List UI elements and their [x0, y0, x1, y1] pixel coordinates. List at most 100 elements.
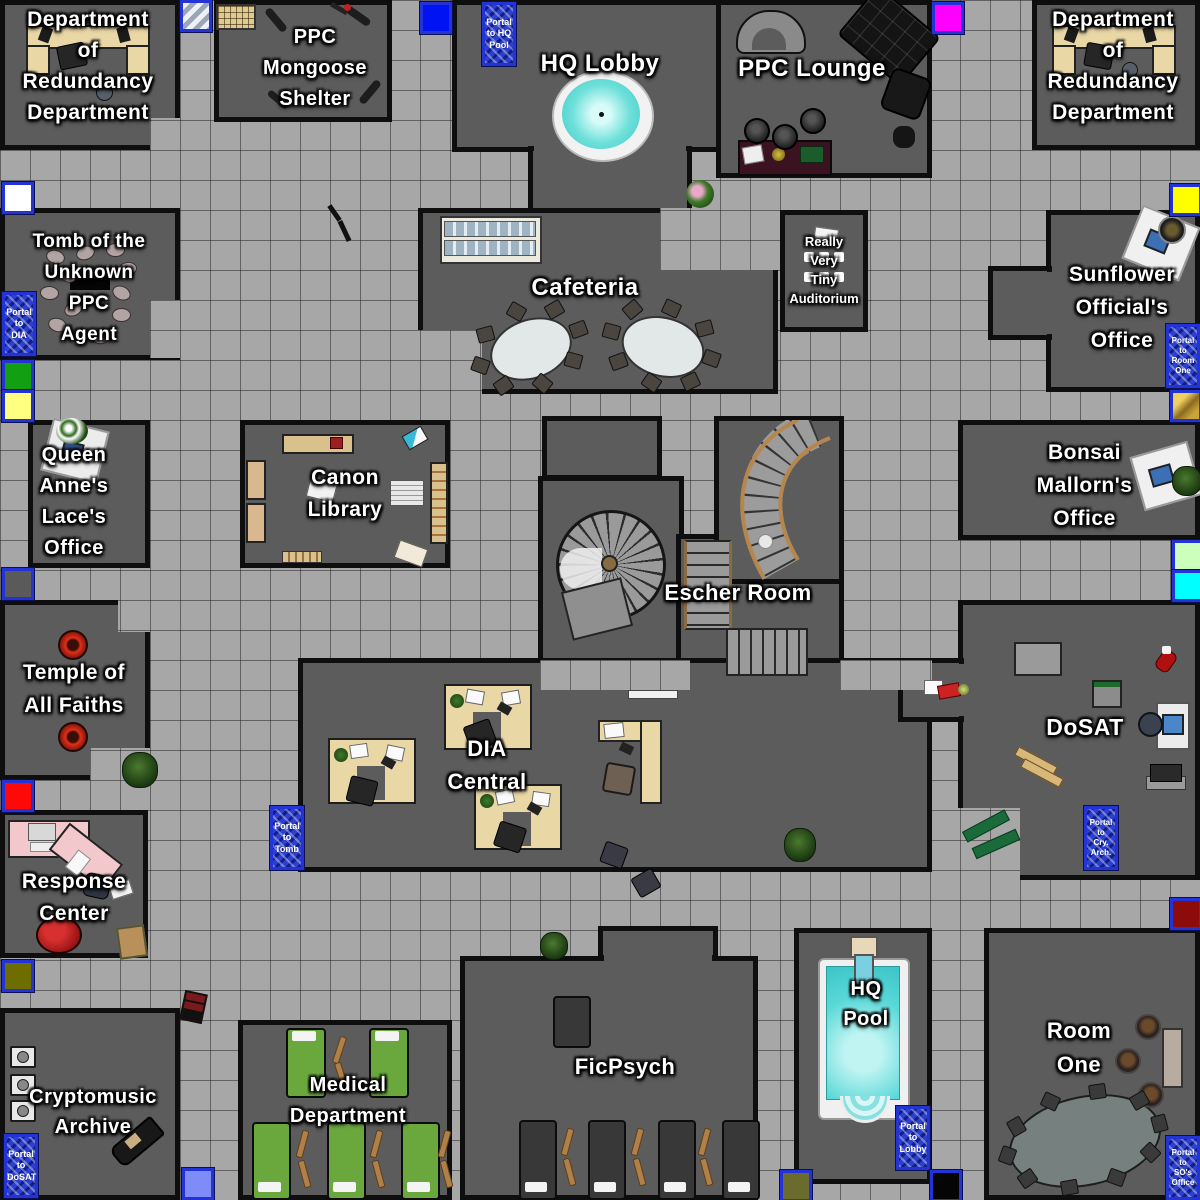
spiral-post: [601, 555, 618, 572]
bar-paper: [741, 144, 765, 165]
periwinkle-tile[interactable]: [181, 1167, 215, 1200]
printer: [1150, 764, 1182, 782]
ball: [758, 534, 773, 549]
tiny-chair: [834, 272, 844, 282]
dark-red-tile[interactable]: [1169, 897, 1200, 931]
portal-label-line: Portal: [1171, 1148, 1195, 1157]
olive-tile[interactable]: [1, 959, 35, 993]
tomb-plaque: [70, 274, 110, 290]
plant: [784, 828, 816, 862]
paper: [603, 721, 625, 740]
desk: [26, 45, 50, 75]
gold-tile[interactable]: [1169, 389, 1200, 423]
chair: [81, 871, 113, 901]
portal-to-lobby[interactable]: Portal to Lobby: [895, 1105, 931, 1171]
trash-bin: [96, 84, 113, 101]
sunflower-pot: [1158, 216, 1186, 244]
tiny-chair: [819, 272, 829, 282]
portal-label-line: Office: [1171, 1178, 1195, 1187]
pillow: [525, 1182, 547, 1192]
plant: [334, 748, 348, 762]
portal-label-line: Pool: [489, 39, 509, 50]
yellow-tile[interactable]: [1169, 183, 1200, 217]
plant-pot: [1135, 1014, 1161, 1040]
newspaper-stack: [390, 480, 424, 506]
portal-to-dia[interactable]: Portal to DIA: [1, 291, 37, 357]
white-tile[interactable]: [1, 181, 35, 215]
corridor-notch: [118, 600, 150, 632]
gray-tile[interactable]: [1, 567, 35, 601]
portal-to-room-one[interactable]: Portal to Room One: [1165, 323, 1200, 389]
blue-tile[interactable]: [419, 1, 453, 35]
desk: [1152, 45, 1176, 75]
gadget: [958, 684, 969, 695]
portal-label-line: Portal: [8, 1149, 34, 1160]
console-screen: [1162, 714, 1184, 735]
plant: [540, 932, 568, 960]
portal-label-line: SO's: [1174, 1168, 1192, 1177]
corridor-notch: [150, 300, 180, 358]
portal-label-line: DIA: [11, 329, 27, 340]
green-tile[interactable]: [1, 359, 35, 393]
portal-label-line: Room: [1171, 356, 1195, 365]
paper: [494, 788, 516, 806]
trash-bin: [1122, 62, 1138, 78]
portal-to-dosat[interactable]: Portal to DoSAT: [3, 1133, 39, 1199]
desk: [1052, 45, 1076, 75]
black-tile[interactable]: [929, 1169, 963, 1200]
film-reel: [10, 1100, 36, 1122]
portal-label-line: to: [1179, 346, 1187, 355]
stool: [800, 108, 826, 134]
portal-label-line: to: [16, 1160, 26, 1171]
fountain-center: [599, 112, 604, 117]
corridor-notch: [660, 208, 780, 270]
curved-couch-hole: [752, 28, 786, 50]
stool: [744, 118, 770, 144]
portal-label-line: Lobby: [899, 1143, 927, 1154]
plant: [450, 694, 464, 708]
tiny-screen: [812, 226, 840, 247]
tool-tip: [344, 4, 351, 11]
magenta-tile[interactable]: [931, 1, 965, 35]
red-item-tip: [1162, 646, 1171, 654]
office-chair: [1083, 41, 1115, 71]
olive-bottom-tile[interactable]: [779, 1169, 813, 1200]
pillow: [728, 1182, 750, 1192]
cyan-tile[interactable]: [1171, 569, 1200, 603]
computer: [28, 823, 56, 841]
portal-label-line: Portal: [274, 821, 300, 832]
beanbag: [36, 916, 82, 954]
mirror-tile[interactable]: [179, 0, 213, 33]
cage-crate: [216, 4, 256, 30]
work-table: [1014, 642, 1062, 676]
corridor-notch: [540, 660, 690, 690]
wall-mass: [1040, 272, 1052, 334]
red-tile[interactable]: [1, 779, 35, 813]
plant: [480, 794, 494, 808]
circuit-board: [800, 146, 824, 163]
portal-label-line: to: [282, 832, 292, 843]
bush: [122, 752, 158, 788]
chair: [1059, 1178, 1080, 1197]
recliner-chair: [601, 761, 637, 797]
tiny-chair: [834, 252, 844, 262]
portal-label-line: Portal: [1171, 336, 1195, 345]
tiny-chair: [804, 272, 814, 282]
pale-yellow-tile[interactable]: [1, 389, 35, 423]
portal-to-sunflower-official-office[interactable]: Portal to SO's Office: [1165, 1135, 1200, 1200]
portal-label-line: to: [14, 318, 24, 329]
pillow: [375, 1031, 399, 1041]
portal-to-hq-pool[interactable]: Portal to HQ Pool: [481, 1, 517, 67]
portal-to-tomb[interactable]: Portal to Tomb: [269, 805, 305, 871]
portal-to-cryptomusic-archive[interactable]: Portal to Cry. Arch.: [1083, 805, 1119, 871]
room-dord-right: [1032, 0, 1200, 150]
plant-pot: [1115, 1048, 1141, 1074]
flower-plant: [686, 180, 714, 208]
pillow: [407, 1182, 430, 1192]
stool: [772, 124, 798, 150]
corridor-notch: [840, 660, 932, 690]
pale-green-tile[interactable]: [1171, 539, 1200, 573]
curved-staircase: [740, 420, 831, 580]
stone: [106, 243, 125, 257]
